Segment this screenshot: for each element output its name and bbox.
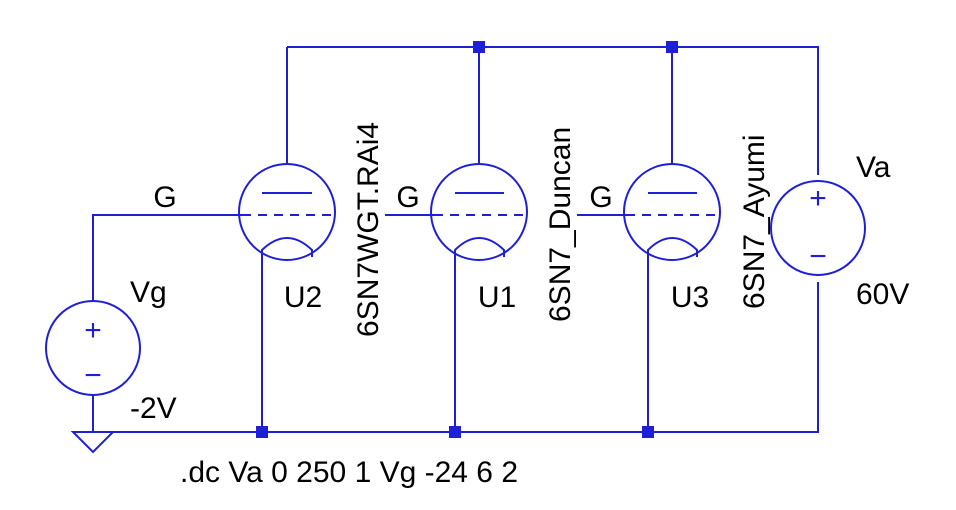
tube-ref-u1: U1 [478,281,516,314]
tube-model-u3: 6SN7_Ayumi [738,134,771,309]
net-label-g-u2: G [153,181,176,214]
bottom-rail-wire [93,282,819,433]
source-name-vg: Vg [130,276,167,309]
junction-bottom-u2 [256,426,268,438]
tube-ref-u3: U3 [671,281,709,314]
grid-wire-u2 [92,214,242,302]
vg-minus-sign: − [84,359,102,392]
source-name-va: Va [856,151,891,184]
tube-u1 [430,163,528,261]
va-plus-sign: + [809,182,827,215]
vg-plus-sign: + [84,314,102,347]
net-label-g-u1: G [396,181,419,214]
source-value-vg: -2V [130,392,177,425]
source-value-va: 60V [856,278,909,311]
voltage-source-va [770,180,866,276]
junction-bottom-u1 [449,426,461,438]
spice-directive: .dc Va 0 250 1 Vg -24 6 2 [180,456,518,489]
junction-top-u1 [473,41,485,53]
net-label-g-u3: G [589,181,612,214]
tube-ref-u2: U2 [284,281,322,314]
tube-model-u2: 6SN7WGT.RAi4 [352,122,385,337]
tube-model-u1: 6SN7_Duncan [544,127,577,322]
junction-bottom-u3 [642,426,654,438]
top-rail-wire [287,46,819,175]
voltage-source-vg [45,300,141,396]
tube-u3 [623,163,721,261]
tube-u2 [238,163,336,261]
va-minus-sign: − [809,240,827,273]
ground-symbol-icon [70,431,116,454]
junction-top-u3 [666,41,678,53]
